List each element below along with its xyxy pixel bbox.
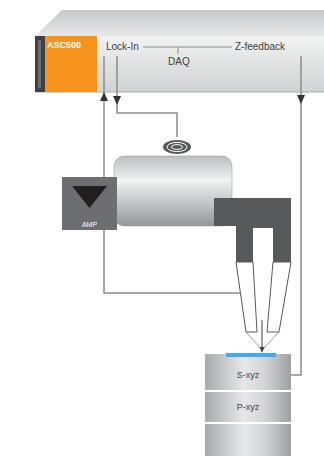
orange-panel bbox=[45, 36, 97, 92]
signal-wire bbox=[300, 56, 302, 92]
node-text: ASC500 bbox=[47, 40, 81, 50]
signal-connector bbox=[291, 92, 301, 375]
fork-outline bbox=[246, 332, 262, 350]
tuning-fork-prong bbox=[236, 262, 257, 332]
channel-label: DAQ bbox=[168, 56, 190, 68]
tuning-fork-prong bbox=[267, 262, 291, 332]
rack-front bbox=[35, 36, 324, 92]
node-text: P-xyz bbox=[237, 402, 260, 412]
signal-connector bbox=[103, 92, 105, 177]
stack-base bbox=[205, 424, 291, 456]
probe-tip bbox=[260, 347, 265, 353]
dither-coil bbox=[172, 145, 183, 150]
sample bbox=[226, 353, 276, 357]
dither-coil bbox=[163, 140, 191, 154]
internal-wire bbox=[143, 47, 232, 48]
fork-outline bbox=[262, 332, 279, 350]
node-text: S-xyz bbox=[237, 370, 260, 380]
amplifier-box: AMP bbox=[62, 177, 117, 230]
internal-wire bbox=[178, 47, 179, 54]
rack-top bbox=[35, 10, 324, 36]
positioner-stage: P-xyz bbox=[205, 392, 291, 422]
channel-label: Z-feedback bbox=[235, 41, 285, 53]
dither-coil bbox=[167, 142, 187, 151]
rack-handle bbox=[35, 36, 45, 92]
fork-holder bbox=[214, 198, 291, 262]
channel-label: Lock-In bbox=[106, 41, 139, 53]
amplifier-triangle bbox=[72, 186, 107, 208]
probe-tip bbox=[262, 320, 263, 350]
signal-wire bbox=[103, 56, 105, 92]
arrow-head bbox=[113, 96, 121, 105]
signal-wire bbox=[104, 230, 240, 293]
handle-highlight bbox=[38, 40, 41, 88]
excitation-wire bbox=[117, 56, 177, 137]
scanner-stage: S-xyz bbox=[205, 360, 291, 390]
node-text: AMP bbox=[62, 221, 117, 228]
